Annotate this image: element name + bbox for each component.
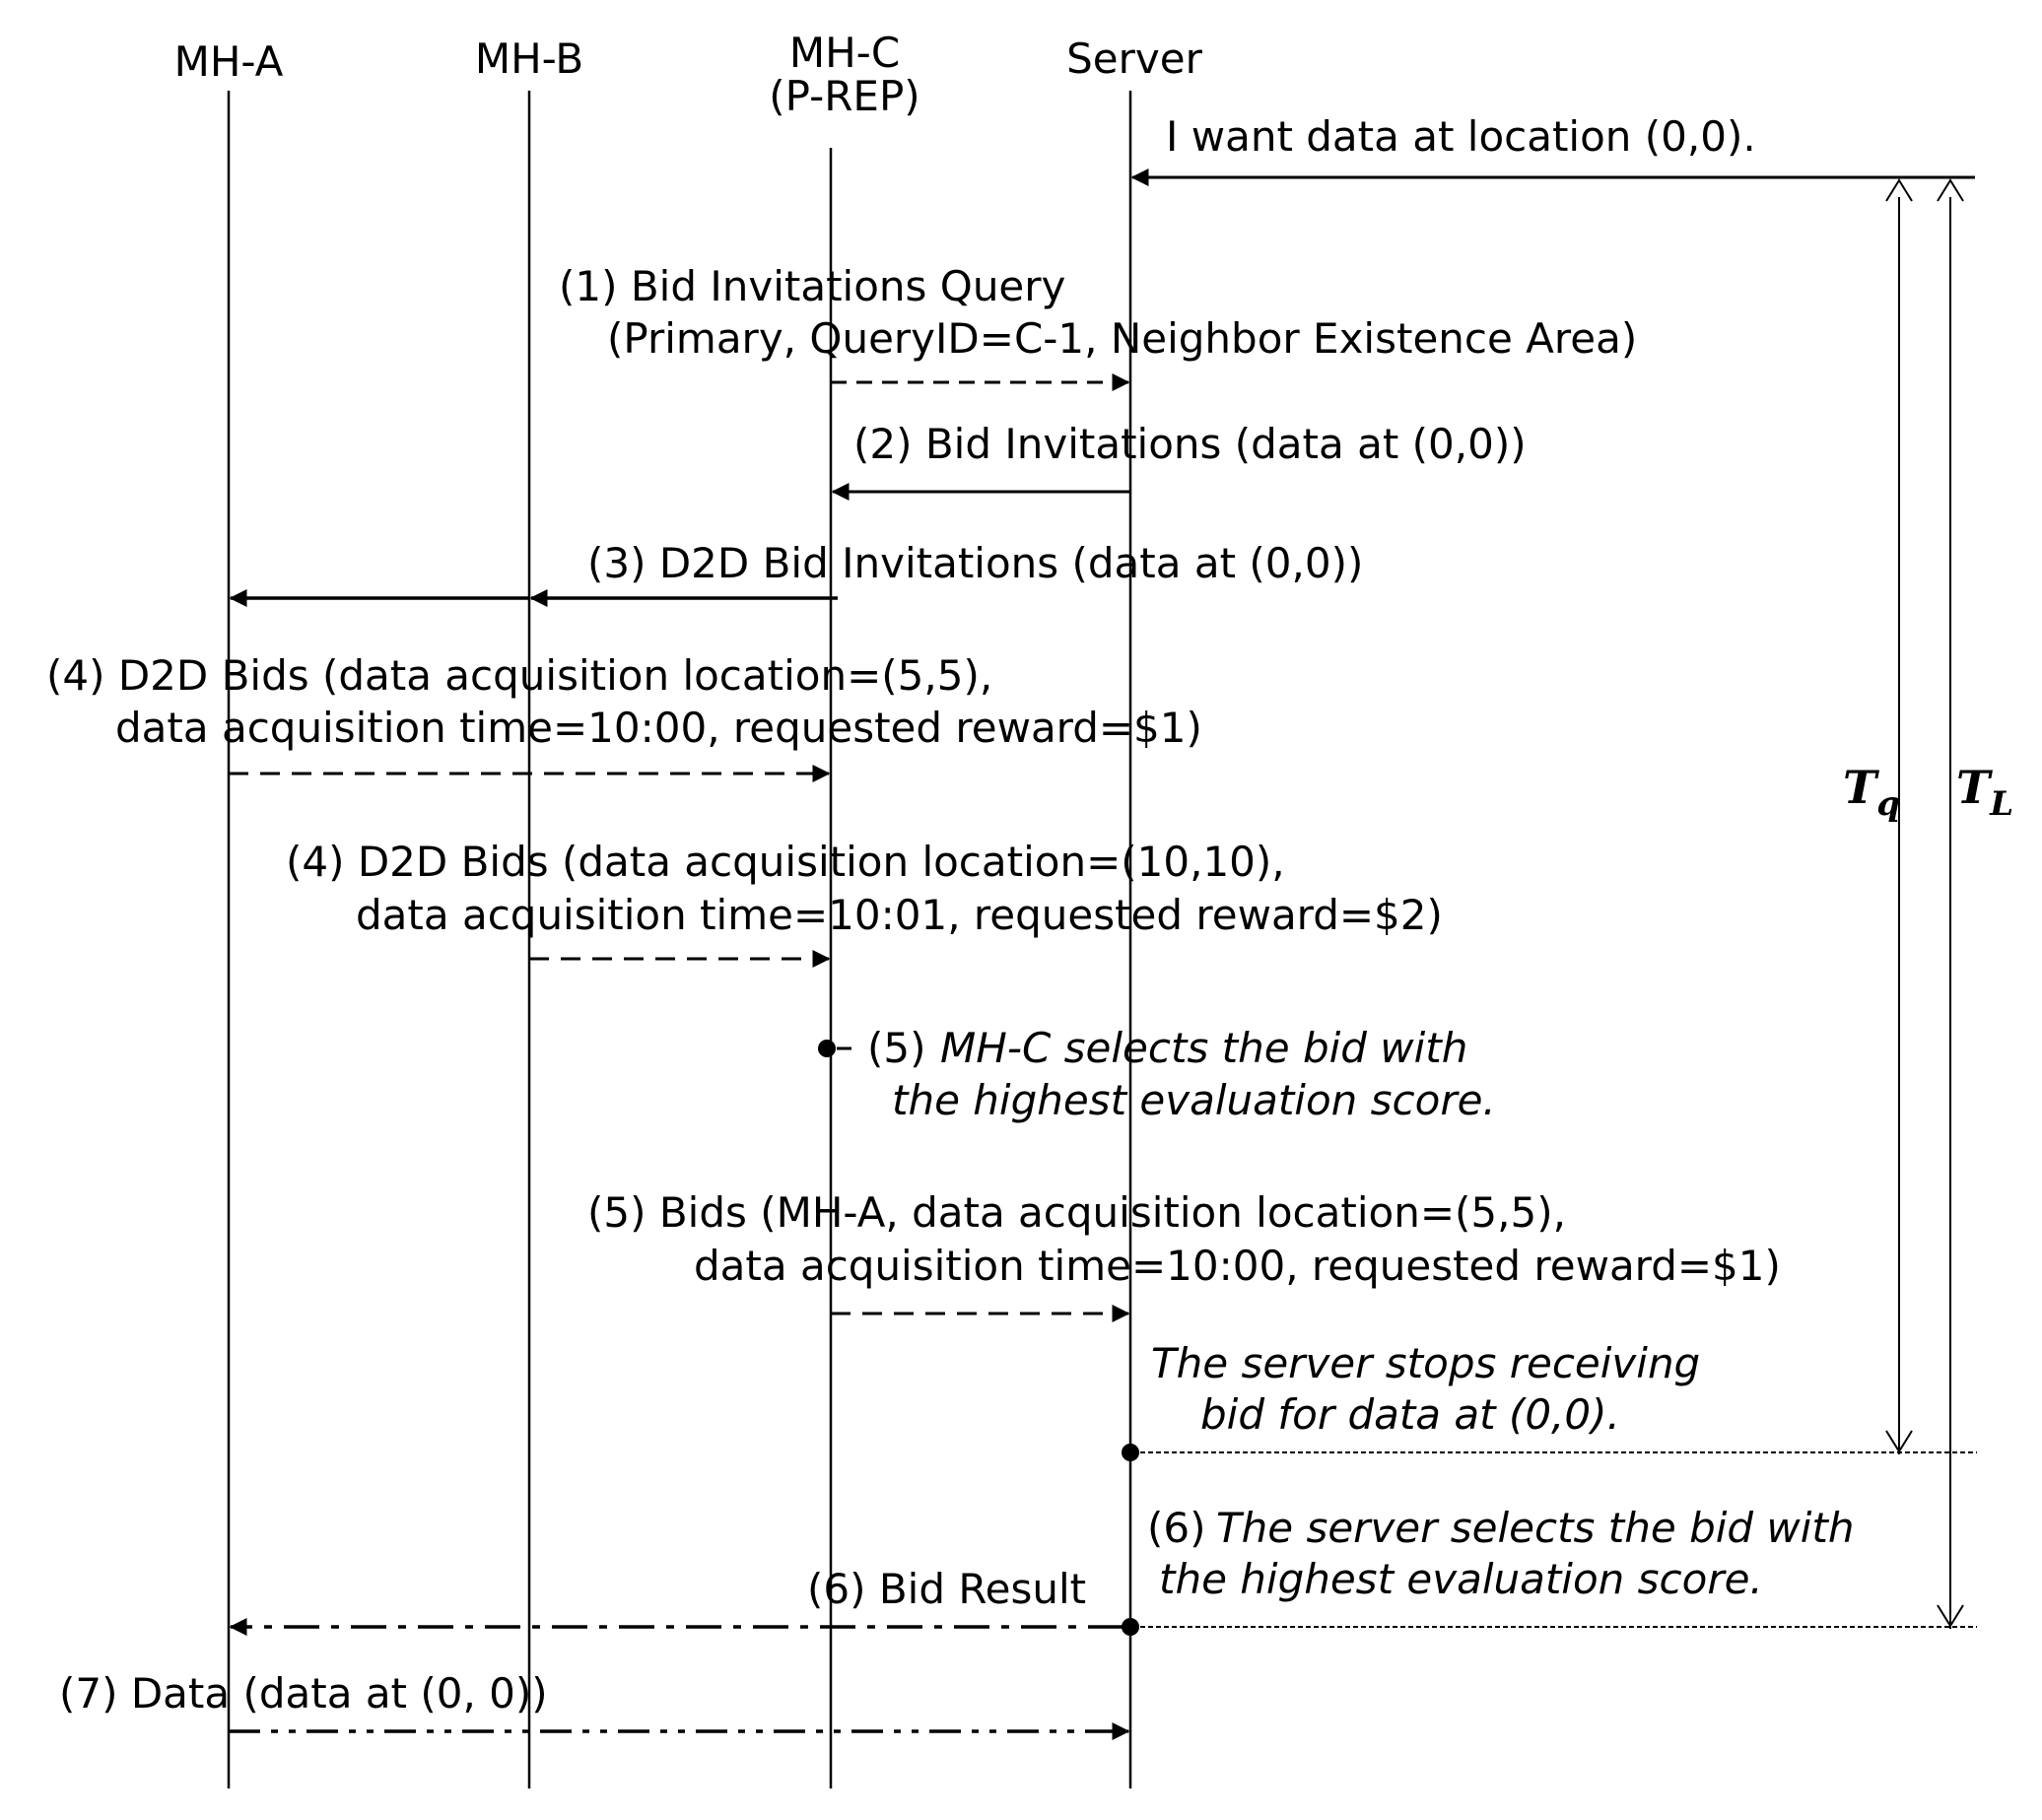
stop-note-line2: bid for data at (0,0). xyxy=(1200,1390,1620,1439)
timer-tq-bottom-arrowhead xyxy=(1885,1430,1913,1453)
participant-mh-a-label: MH-A xyxy=(174,37,284,86)
result-dot-server xyxy=(1122,1618,1139,1636)
note-6-line2: the highest evaluation score. xyxy=(1159,1555,1763,1603)
stop-dot-server xyxy=(1122,1444,1139,1461)
msg-5-label-line2: data acquisition time=10:00, requested r… xyxy=(694,1242,1781,1290)
selection-dot-mh-c xyxy=(818,1040,836,1057)
timer-tl-label: TL xyxy=(1956,761,2013,824)
timer-tl-top-arrowhead xyxy=(1937,178,1964,202)
timer-tq-top-arrowhead xyxy=(1885,178,1913,202)
participant-mh-c-label: MH-C xyxy=(789,29,900,77)
participant-server-label: Server xyxy=(1066,34,1202,83)
msg-2-label: (2) Bid Invitations (data at (0,0)) xyxy=(853,420,1527,468)
msg-4b-label-line2: data acquisition time=10:01, requested r… xyxy=(356,891,1443,939)
msg-1-label-line2: (Primary, QueryID=C-1, Neighbor Existenc… xyxy=(607,314,1637,363)
msg-7-label: (7) Data (data at (0, 0)) xyxy=(59,1669,548,1718)
note-6-line1: The server selects the bid with xyxy=(1216,1504,1855,1552)
note-5-line2: the highest evaluation score. xyxy=(892,1076,1496,1124)
msg-4b-label-line1: (4) D2D Bids (data acquisition location=… xyxy=(286,838,1285,886)
note-5-prefix: (5) xyxy=(867,1024,926,1072)
timer-tq-label: Tq xyxy=(1843,761,1900,824)
timer-tl-bottom-arrowhead xyxy=(1937,1604,1964,1628)
participant-mh-b-label: MH-B xyxy=(475,34,583,83)
note-5-line1: MH-C selects the bid with xyxy=(940,1024,1467,1072)
msg-3-label: (3) D2D Bid Invitations (data at (0,0)) xyxy=(587,539,1363,587)
msg-5-label-line1: (5) Bids (MH-A, data acquisition locatio… xyxy=(587,1188,1566,1237)
request-label: I want data at location (0,0). xyxy=(1166,112,1756,161)
msg-4a-label-line2: data acquisition time=10:00, requested r… xyxy=(115,704,1202,752)
note-6-prefix: (6) xyxy=(1147,1504,1206,1552)
msg-6-label: (6) Bid Result xyxy=(807,1565,1086,1613)
participant-mh-c-role: (P-REP) xyxy=(769,72,919,120)
msg-1-label-line1: (1) Bid Invitations Query xyxy=(559,262,1065,310)
msg-4a-label-line1: (4) D2D Bids (data acquisition location=… xyxy=(46,651,992,700)
stop-note-line1: The server stops receiving xyxy=(1151,1339,1700,1387)
